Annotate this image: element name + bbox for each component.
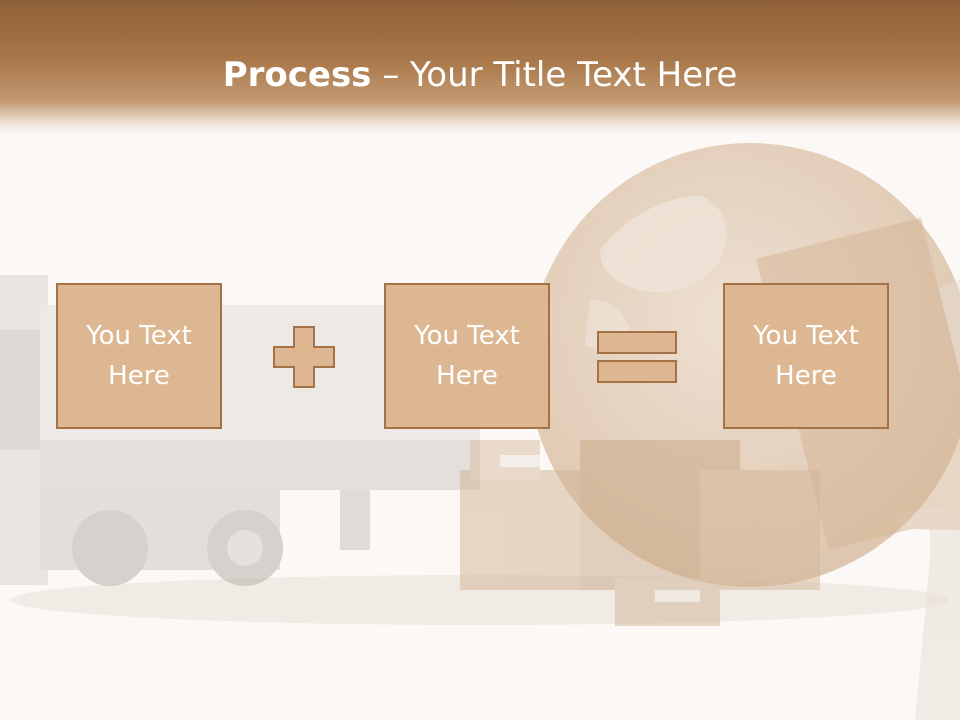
title-rest-text: – Your Title Text Here xyxy=(371,55,738,95)
equals-icon xyxy=(597,331,677,383)
title-bar xyxy=(0,0,960,135)
cardboard-boxes-image xyxy=(460,440,820,626)
title-bold-text: Process xyxy=(222,55,372,95)
slide-title: Process – Your Title Text Here xyxy=(0,52,960,98)
plus-icon xyxy=(273,326,335,388)
process-box-1[interactable]: You Text Here xyxy=(56,283,222,429)
process-box-3[interactable]: You Text Here xyxy=(723,283,889,429)
process-box-2[interactable]: You Text Here xyxy=(384,283,550,429)
